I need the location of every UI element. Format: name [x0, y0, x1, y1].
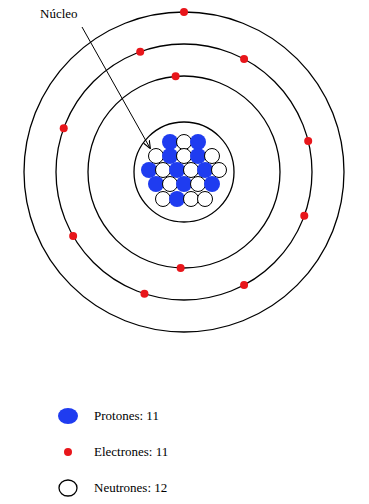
nucleus-particles — [141, 134, 227, 207]
electrons — [60, 8, 312, 298]
neutron — [191, 177, 206, 192]
leader-arrow — [82, 27, 150, 148]
proton — [190, 134, 206, 150]
proton — [162, 134, 178, 150]
neutron — [184, 192, 199, 207]
legend-swatch — [56, 406, 80, 426]
electron — [140, 290, 148, 298]
electron — [300, 212, 308, 220]
proton — [141, 162, 157, 178]
proton — [169, 162, 185, 178]
electron — [69, 232, 77, 240]
proton — [190, 148, 206, 164]
neutron — [212, 163, 227, 178]
electron — [240, 55, 248, 63]
orbit-ring — [56, 44, 312, 300]
proton — [197, 162, 213, 178]
legend-swatch — [56, 478, 80, 498]
neutron — [149, 149, 164, 164]
orbit-ring — [88, 76, 280, 268]
electron — [240, 281, 248, 289]
proton — [176, 176, 192, 192]
proton — [148, 176, 164, 192]
legend-text: Neutrones: 12 — [94, 480, 167, 496]
legend-swatch-color — [58, 408, 78, 424]
legend-swatch-color — [64, 448, 72, 456]
orbit-ring — [24, 12, 344, 332]
electron — [177, 264, 185, 272]
neutron — [156, 163, 171, 178]
legend-text: Electrones: 11 — [94, 444, 168, 460]
legend-swatch — [56, 442, 80, 462]
legend-text: Protones: 11 — [94, 408, 159, 424]
electron — [304, 137, 312, 145]
neutron — [163, 177, 178, 192]
electron — [136, 48, 144, 56]
legend-item: Electrones: 11 — [56, 442, 168, 462]
neutron — [198, 192, 213, 207]
legend-item: Protones: 11 — [56, 406, 159, 426]
legend-sample-shape — [59, 480, 77, 496]
neutron — [156, 192, 171, 207]
part-label: Núcleo — [40, 6, 78, 22]
electron — [60, 124, 68, 132]
neutron — [205, 149, 220, 164]
electron — [172, 72, 180, 80]
proton — [169, 191, 185, 207]
neutron — [177, 149, 192, 164]
neutron — [184, 163, 199, 178]
proton — [204, 176, 220, 192]
electron — [180, 8, 188, 16]
nucleus-outline — [134, 122, 234, 222]
proton — [162, 148, 178, 164]
neutron — [177, 135, 192, 150]
legend-item: Neutrones: 12 — [56, 478, 167, 498]
